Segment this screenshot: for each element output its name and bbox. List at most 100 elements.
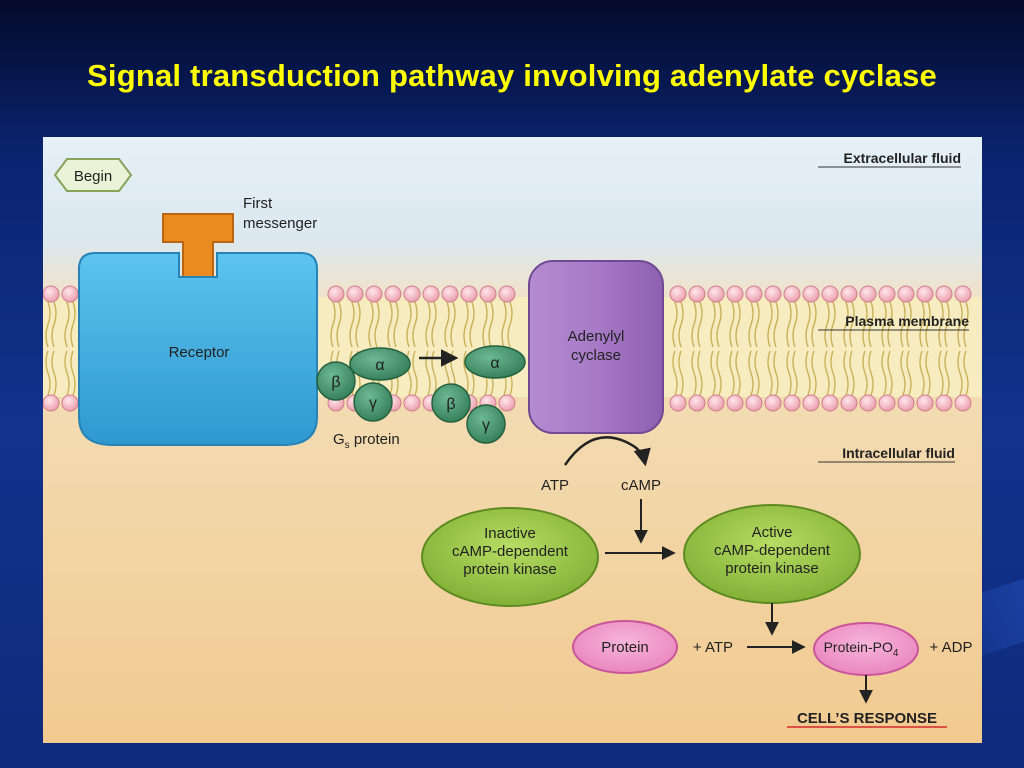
lipid-tail xyxy=(729,350,735,396)
phospholipid-head xyxy=(346,285,364,303)
phospholipid-head xyxy=(840,394,858,412)
gs-protein-activated: α β γ xyxy=(431,345,526,444)
phospholipid-head xyxy=(935,285,953,303)
begin-label: Begin xyxy=(74,168,112,185)
lipid-tail xyxy=(944,301,950,348)
phospholipid-head xyxy=(669,394,687,412)
lipid-tail xyxy=(691,350,697,396)
plus-adp-label: + ADP xyxy=(930,639,973,656)
lipid-tail xyxy=(672,301,678,348)
phospholipid-head xyxy=(707,394,725,412)
lipid-tail xyxy=(963,350,969,396)
inactive-kinase-line2: cAMP-dependent xyxy=(452,543,569,560)
alpha-active-label: α xyxy=(490,355,499,372)
plasma-membrane-label: Plasma membrane xyxy=(845,313,969,329)
first-messenger-label-line2: messenger xyxy=(243,215,317,232)
lipid-tail xyxy=(450,301,456,348)
alpha-label: α xyxy=(375,357,384,374)
lipid-tail xyxy=(678,350,684,396)
lipid-tail xyxy=(919,350,925,396)
phospholipid-head xyxy=(441,285,459,303)
lipid-tail xyxy=(881,301,887,348)
lipid-tail xyxy=(70,301,76,348)
lipid-tail xyxy=(748,350,754,396)
lipid-tail xyxy=(729,301,735,348)
lipid-tail xyxy=(805,350,811,396)
phospholipid-head xyxy=(61,394,79,412)
lipid-tail xyxy=(501,301,507,348)
lipid-tail xyxy=(431,301,437,348)
lipid-tail xyxy=(900,301,906,348)
lipid-tail xyxy=(748,301,754,348)
phospholipid-head xyxy=(935,394,953,412)
gamma-free-label: γ xyxy=(482,417,490,434)
lipid-tail xyxy=(735,350,741,396)
phospholipid-head xyxy=(384,285,402,303)
lipid-tail xyxy=(488,301,494,348)
inactive-kinase-line1: Inactive xyxy=(484,525,536,542)
lipid-tail xyxy=(868,301,874,348)
pathway-diagram: Extracellular fluid Plasma membrane Intr… xyxy=(43,137,982,743)
atp-label: ATP xyxy=(541,477,569,494)
phospholipid-head xyxy=(745,285,763,303)
lipid-tail xyxy=(425,301,431,348)
receptor xyxy=(78,252,318,446)
lipid-tail xyxy=(336,301,342,348)
lipid-tail xyxy=(963,301,969,348)
lipid-tail xyxy=(944,350,950,396)
phospholipid-head xyxy=(43,285,60,303)
active-kinase-line1: Active xyxy=(752,524,793,541)
inactive-kinase-line3: protein kinase xyxy=(463,561,556,578)
lipid-tail xyxy=(710,301,716,348)
lipid-tail xyxy=(830,350,836,396)
phospholipid-head xyxy=(954,285,972,303)
intracellular-label: Intracellular fluid xyxy=(842,445,955,461)
lipid-tail xyxy=(843,350,849,396)
phospholipid-head xyxy=(840,285,858,303)
phospholipid-head xyxy=(498,394,516,412)
adenylyl-cyclase-label-line2: cyclase xyxy=(571,347,621,364)
lipid-tail xyxy=(64,301,70,348)
lipid-tail xyxy=(957,350,963,396)
lipid-tail xyxy=(792,301,798,348)
phospholipid-head xyxy=(745,394,763,412)
lipid-tail xyxy=(45,350,51,396)
lipid-tail xyxy=(691,301,697,348)
beta-free-label: β xyxy=(446,396,455,413)
lipid-tail xyxy=(811,350,817,396)
lipid-tail xyxy=(906,301,912,348)
lipid-tail xyxy=(887,350,893,396)
lipid-tail xyxy=(51,301,57,348)
phospholipid-head xyxy=(707,285,725,303)
extracellular-label: Extracellular fluid xyxy=(844,150,961,166)
phospholipid-head xyxy=(783,394,801,412)
phospholipid-head xyxy=(783,285,801,303)
lipid-tail xyxy=(919,301,925,348)
lipid-tail xyxy=(45,301,51,348)
lipid-tail xyxy=(862,301,868,348)
phospholipid-head xyxy=(764,394,782,412)
phospholipid-head xyxy=(764,285,782,303)
active-kinase-line2: cAMP-dependent xyxy=(714,542,831,559)
inactive-kinase xyxy=(421,507,599,607)
phospholipid-head xyxy=(878,394,896,412)
phospholipid-head xyxy=(403,285,421,303)
lipid-tail xyxy=(412,301,418,348)
lipid-tail xyxy=(754,350,760,396)
lipid-tail xyxy=(773,301,779,348)
lipid-tail xyxy=(349,301,355,348)
lipid-tail xyxy=(843,301,849,348)
lipid-tail xyxy=(824,301,830,348)
phospholipid-head xyxy=(897,285,915,303)
phospholipid-head xyxy=(498,285,516,303)
lipid-tail xyxy=(393,301,399,348)
alpha-subunit xyxy=(349,347,411,381)
phospholipid-head xyxy=(802,285,820,303)
beta-subunit-free xyxy=(431,383,471,423)
protein-po4-label: Protein-PO4 xyxy=(824,639,899,659)
lipid-tail xyxy=(469,301,475,348)
lipid-tail xyxy=(862,350,868,396)
beta-subunit xyxy=(316,361,356,401)
lipid-tail xyxy=(70,350,76,396)
receptor-label: Receptor xyxy=(169,344,230,361)
